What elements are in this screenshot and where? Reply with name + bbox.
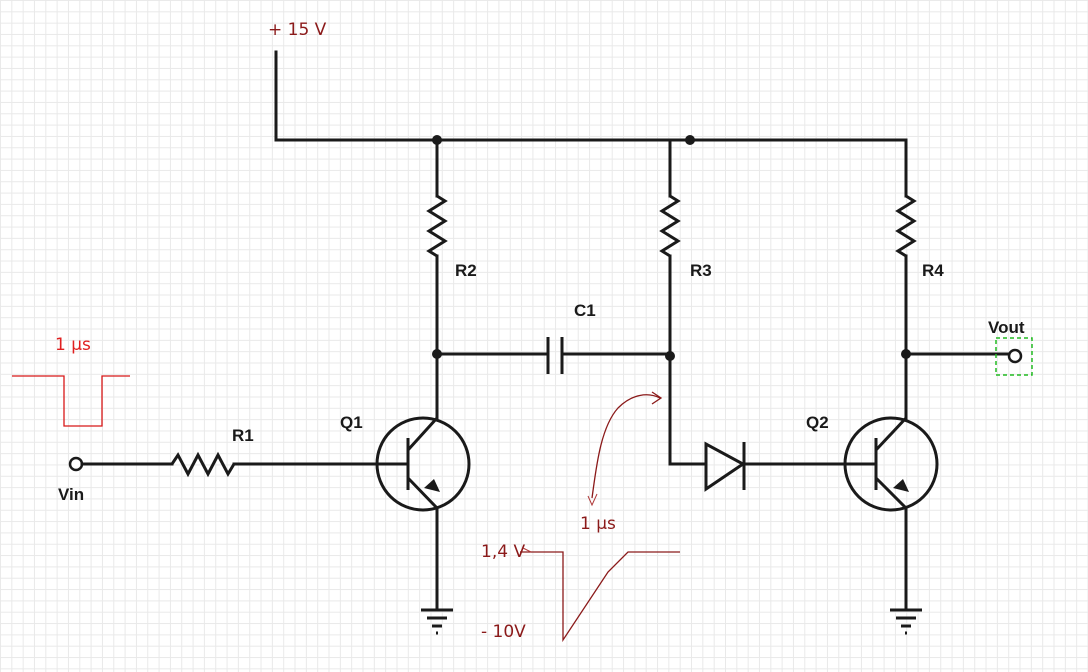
collector-waveform [520, 551, 680, 643]
output-selection-box[interactable] [995, 337, 1033, 376]
supply-voltage-label: + 15 V [268, 20, 327, 40]
output-terminal[interactable] [1007, 348, 1023, 364]
capacitor-c1 [435, 337, 672, 374]
transistor-q2 [843, 416, 939, 512]
high-level-label: 1,4 V [481, 542, 525, 562]
label-r3: R3 [690, 261, 712, 280]
diode [668, 441, 850, 492]
annotation-arrowhead [651, 391, 663, 405]
input-pulse-width-label: 1 µs [55, 335, 91, 355]
ground-q1 [421, 506, 453, 635]
label-vin: Vin [58, 485, 84, 504]
low-level-label: - 10V [481, 622, 526, 642]
resistor-r4 [895, 138, 917, 420]
label-r4: R4 [922, 261, 944, 280]
label-q2: Q2 [806, 413, 829, 432]
label-r2: R2 [455, 261, 477, 280]
ground-q2 [890, 506, 922, 635]
collector-pulse-width-label: 1 µs [580, 514, 616, 534]
input-terminal[interactable] [68, 456, 84, 472]
resistor-r3 [659, 138, 692, 466]
label-q1: Q1 [340, 413, 363, 432]
label-r1: R1 [232, 426, 254, 445]
resistor-r2 [426, 138, 448, 420]
resistor-r1 [80, 451, 406, 478]
annotation-pointer-arrow [591, 394, 661, 499]
node-c1-r3 [665, 351, 675, 361]
input-pulse-waveform [12, 375, 130, 427]
label-c1: C1 [574, 301, 596, 320]
transistor-q1 [375, 416, 471, 512]
label-vout: Vout [988, 318, 1025, 337]
